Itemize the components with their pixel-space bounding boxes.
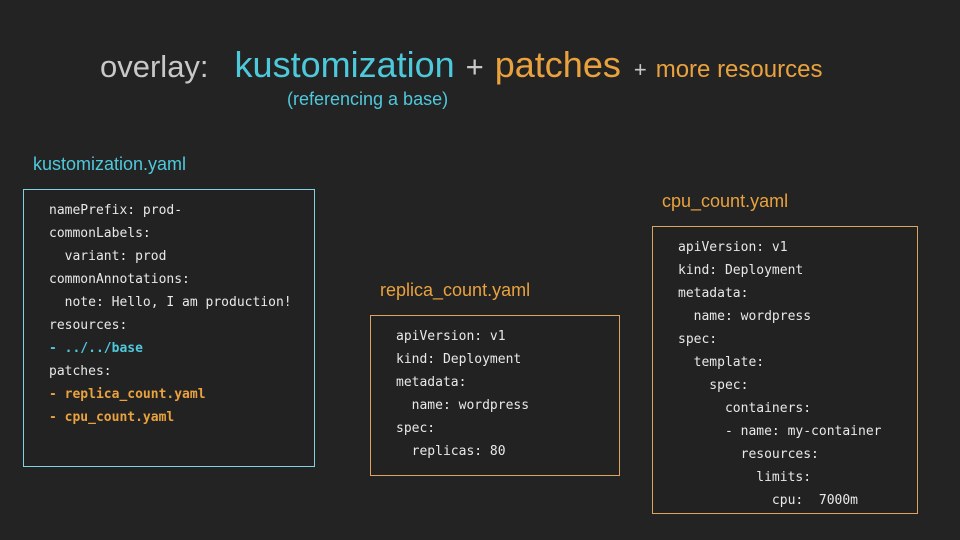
code-line: namePrefix: prod- [49, 203, 183, 218]
code-line: patches: [49, 364, 112, 379]
title-segment-kustomization: kustomization [234, 44, 455, 85]
code-line: - replica_count.yaml [49, 387, 206, 402]
panel-replica-count-yaml: replica_count.yaml apiVersion: v1 kind: D… [370, 280, 620, 476]
code-line: name: wordpress [396, 398, 530, 413]
code-line: - cpu_count.yaml [49, 410, 175, 425]
code-line: replicas: 80 [396, 444, 506, 459]
code-line: - name: my-container [678, 424, 882, 439]
title-subtitle: (referencing a base) [287, 89, 449, 109]
code-line: kind: Deployment [396, 352, 522, 367]
code-line: note: Hello, I am production! [49, 295, 292, 310]
title-segment-overlay: overlay: [100, 49, 209, 84]
file-label-kustomization: kustomization.yaml [33, 154, 187, 174]
code-box-kustomization: namePrefix: prod-commonLabels: variant: … [23, 189, 315, 467]
title-segment-patches: patches [494, 44, 621, 85]
title-segment-plus-2: + [633, 57, 647, 82]
title-segment-more-resources: more resources [655, 56, 823, 83]
slide-title: overlay: kustomization + patches + more … [100, 44, 822, 86]
code-line: containers: [678, 401, 812, 416]
code-line: commonLabels: [49, 226, 151, 241]
code-line: apiVersion: v1 [678, 240, 788, 255]
code-line: - ../../base [49, 341, 143, 356]
code-line: resources: [678, 447, 819, 462]
title-segment-plus-1: + [465, 49, 484, 84]
code-line: resources: [49, 318, 128, 333]
file-label-replica-count: replica_count.yaml [380, 280, 531, 300]
file-label-cpu-count: cpu_count.yaml [662, 191, 789, 211]
code-line: metadata: [678, 286, 749, 301]
code-line: name: wordpress [678, 309, 812, 324]
panel-kustomization-yaml: kustomization.yaml namePrefix: prod-comm… [23, 154, 315, 467]
code-line: cpu: 7000m [678, 493, 859, 508]
code-line: template: [678, 355, 765, 370]
code-line: spec: [678, 332, 718, 347]
code-line: commonAnnotations: [49, 272, 190, 287]
panel-cpu-count-yaml: cpu_count.yaml apiVersion: v1 kind: Deplo… [652, 191, 918, 514]
code-line: variant: prod [49, 249, 167, 264]
code-line: apiVersion: v1 [396, 329, 506, 344]
code-line: limits: [678, 470, 812, 485]
code-line: kind: Deployment [678, 263, 804, 278]
code-line: spec: [396, 421, 436, 436]
code-line: spec: [678, 378, 749, 393]
code-line: metadata: [396, 375, 467, 390]
